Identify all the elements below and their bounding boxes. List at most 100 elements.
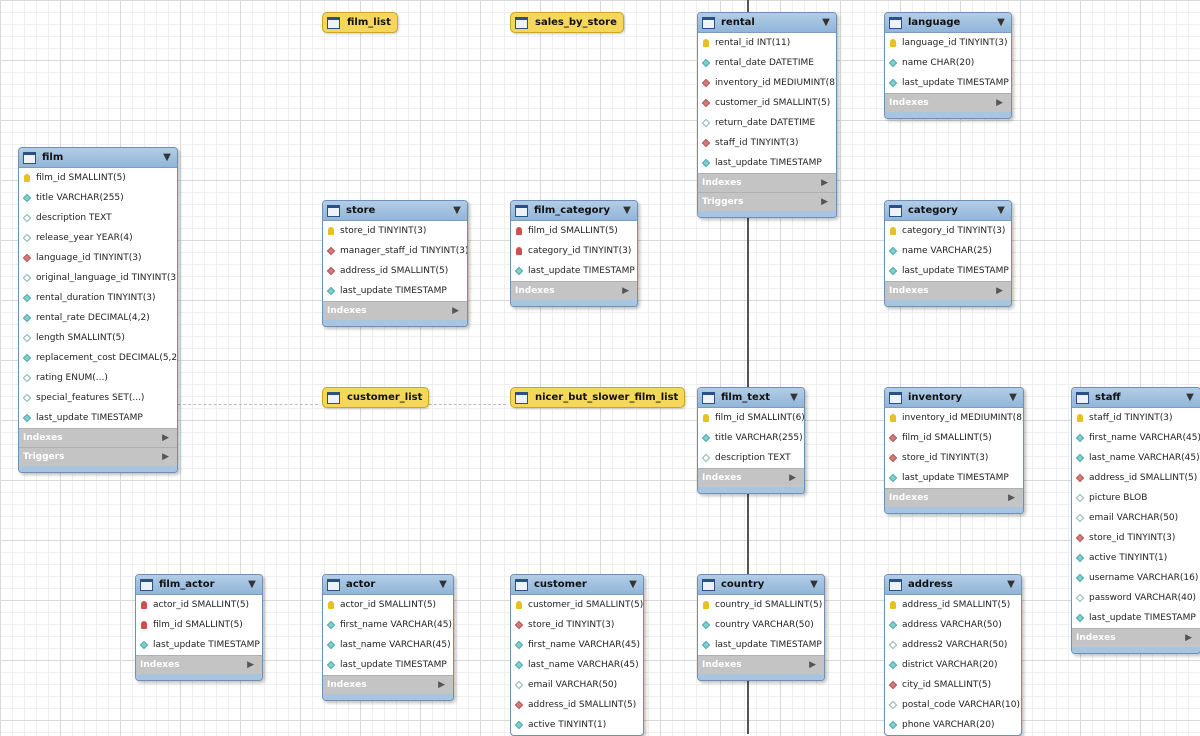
column-row[interactable]: last_name VARCHAR(45)	[1072, 448, 1200, 468]
column-row[interactable]: original_language_id TINYINT(3)	[19, 268, 177, 288]
table-film-actor[interactable]: film_actor▼actor_id SMALLINT(5)film_id S…	[135, 574, 263, 681]
section-triggers[interactable]: Triggers▶	[19, 447, 177, 466]
column-row[interactable]: last_update TIMESTAMP	[885, 468, 1023, 488]
column-row[interactable]: last_update TIMESTAMP	[698, 153, 836, 173]
column-row[interactable]: first_name VARCHAR(45)	[1072, 428, 1200, 448]
section-indexes[interactable]: Indexes▶	[19, 428, 177, 447]
section-indexes[interactable]: Indexes▶	[885, 93, 1011, 112]
column-row[interactable]: last_name VARCHAR(45)	[511, 655, 643, 675]
column-row[interactable]: password VARCHAR(40)	[1072, 588, 1200, 608]
column-row[interactable]: address_id SMALLINT(5)	[885, 595, 1021, 615]
column-row[interactable]: active TINYINT(1)	[511, 715, 643, 735]
section-indexes[interactable]: Indexes▶	[1072, 628, 1200, 647]
column-row[interactable]: last_update TIMESTAMP	[19, 408, 177, 428]
section-indexes[interactable]: Indexes▶	[698, 655, 824, 674]
column-row[interactable]: actor_id SMALLINT(5)	[323, 595, 453, 615]
column-row[interactable]: last_update TIMESTAMP	[1072, 608, 1200, 628]
column-row[interactable]: last_update TIMESTAMP	[698, 635, 824, 655]
column-row[interactable]: store_id TINYINT(3)	[1072, 528, 1200, 548]
column-row[interactable]: last_name VARCHAR(45)	[323, 635, 453, 655]
section-indexes[interactable]: Indexes▶	[511, 281, 637, 300]
column-row[interactable]: username VARCHAR(16)	[1072, 568, 1200, 588]
table-header[interactable]: staff▼	[1072, 388, 1200, 408]
column-row[interactable]: language_id TINYINT(3)	[19, 248, 177, 268]
table-actor[interactable]: actor▼actor_id SMALLINT(5)first_name VAR…	[322, 574, 454, 701]
column-row[interactable]: title VARCHAR(255)	[19, 188, 177, 208]
table-film[interactable]: film▼film_id SMALLINT(5)title VARCHAR(25…	[18, 147, 178, 473]
column-row[interactable]: picture BLOB	[1072, 488, 1200, 508]
table-header[interactable]: rental▼	[698, 13, 836, 33]
column-row[interactable]: store_id TINYINT(3)	[511, 615, 643, 635]
table-header[interactable]: store▼	[323, 201, 467, 221]
table-header[interactable]: country▼	[698, 575, 824, 595]
column-row[interactable]: address_id SMALLINT(5)	[1072, 468, 1200, 488]
column-row[interactable]: category_id TINYINT(3)	[511, 241, 637, 261]
column-row[interactable]: film_id SMALLINT(5)	[19, 168, 177, 188]
column-row[interactable]: country_id SMALLINT(5)	[698, 595, 824, 615]
collapse-arrow-icon[interactable]: ▼	[623, 205, 631, 216]
table-country[interactable]: country▼country_id SMALLINT(5)country VA…	[697, 574, 825, 681]
view-nicer-but-slower-film-list[interactable]: nicer_but_slower_film_list	[510, 387, 686, 408]
column-row[interactable]: manager_staff_id TINYINT(3)	[323, 241, 467, 261]
collapse-arrow-icon[interactable]: ▼	[810, 579, 818, 590]
column-row[interactable]: inventory_id MEDIUMINT(8)	[885, 408, 1023, 428]
column-row[interactable]: address_id SMALLINT(5)	[511, 695, 643, 715]
column-row[interactable]: rental_rate DECIMAL(4,2)	[19, 308, 177, 328]
column-row[interactable]: email VARCHAR(50)	[1072, 508, 1200, 528]
column-row[interactable]: film_id SMALLINT(5)	[885, 428, 1023, 448]
table-header[interactable]: actor▼	[323, 575, 453, 595]
column-row[interactable]: film_id SMALLINT(6)	[698, 408, 804, 428]
column-row[interactable]: special_features SET(...)	[19, 388, 177, 408]
column-row[interactable]: title VARCHAR(255)	[698, 428, 804, 448]
column-row[interactable]: last_update TIMESTAMP	[323, 655, 453, 675]
column-row[interactable]: replacement_cost DECIMAL(5,2)	[19, 348, 177, 368]
section-indexes[interactable]: Indexes▶	[885, 488, 1023, 507]
collapse-arrow-icon[interactable]: ▼	[248, 579, 256, 590]
column-row[interactable]: address2 VARCHAR(50)	[885, 635, 1021, 655]
column-row[interactable]: customer_id SMALLINT(5)	[511, 595, 643, 615]
column-row[interactable]: phone VARCHAR(20)	[885, 715, 1021, 735]
column-row[interactable]: last_update TIMESTAMP	[136, 635, 262, 655]
collapse-arrow-icon[interactable]: ▼	[163, 152, 171, 163]
section-triggers[interactable]: Triggers▶	[698, 192, 836, 211]
column-row[interactable]: address VARCHAR(50)	[885, 615, 1021, 635]
column-row[interactable]: store_id TINYINT(3)	[885, 448, 1023, 468]
column-row[interactable]: language_id TINYINT(3)	[885, 33, 1011, 53]
table-category[interactable]: category▼category_id TINYINT(3)name VARC…	[884, 200, 1012, 307]
table-header[interactable]: film_category▼	[511, 201, 637, 221]
column-row[interactable]: inventory_id MEDIUMINT(8)	[698, 73, 836, 93]
column-row[interactable]: rental_duration TINYINT(3)	[19, 288, 177, 308]
column-row[interactable]: customer_id SMALLINT(5)	[698, 93, 836, 113]
column-row[interactable]: last_update TIMESTAMP	[885, 73, 1011, 93]
column-row[interactable]: last_update TIMESTAMP	[885, 261, 1011, 281]
column-row[interactable]: rating ENUM(...)	[19, 368, 177, 388]
table-header[interactable]: address▼	[885, 575, 1021, 595]
column-row[interactable]: first_name VARCHAR(45)	[511, 635, 643, 655]
column-row[interactable]: description TEXT	[698, 448, 804, 468]
table-address[interactable]: address▼address_id SMALLINT(5)address VA…	[884, 574, 1022, 736]
column-row[interactable]: last_update TIMESTAMP	[323, 281, 467, 301]
collapse-arrow-icon[interactable]: ▼	[1009, 392, 1017, 403]
column-row[interactable]: release_year YEAR(4)	[19, 228, 177, 248]
table-header[interactable]: film▼	[19, 148, 177, 168]
column-row[interactable]: length SMALLINT(5)	[19, 328, 177, 348]
column-row[interactable]: name CHAR(20)	[885, 53, 1011, 73]
table-header[interactable]: film_actor▼	[136, 575, 262, 595]
table-language[interactable]: language▼language_id TINYINT(3)name CHAR…	[884, 12, 1012, 119]
column-row[interactable]: rental_date DATETIME	[698, 53, 836, 73]
collapse-arrow-icon[interactable]: ▼	[439, 579, 447, 590]
view-sales-by-store[interactable]: sales_by_store	[510, 12, 624, 33]
column-row[interactable]: country VARCHAR(50)	[698, 615, 824, 635]
collapse-arrow-icon[interactable]: ▼	[629, 579, 637, 590]
column-row[interactable]: store_id TINYINT(3)	[323, 221, 467, 241]
table-header[interactable]: language▼	[885, 13, 1011, 33]
view-customer-list[interactable]: customer_list	[322, 387, 430, 408]
column-row[interactable]: postal_code VARCHAR(10)	[885, 695, 1021, 715]
column-row[interactable]: category_id TINYINT(3)	[885, 221, 1011, 241]
table-customer[interactable]: customer▼customer_id SMALLINT(5)store_id…	[510, 574, 644, 736]
table-film-category[interactable]: film_category▼film_id SMALLINT(5)categor…	[510, 200, 638, 307]
collapse-arrow-icon[interactable]: ▼	[822, 17, 830, 28]
table-staff[interactable]: staff▼staff_id TINYINT(3)first_name VARC…	[1071, 387, 1200, 654]
table-inventory[interactable]: inventory▼inventory_id MEDIUMINT(8)film_…	[884, 387, 1024, 514]
